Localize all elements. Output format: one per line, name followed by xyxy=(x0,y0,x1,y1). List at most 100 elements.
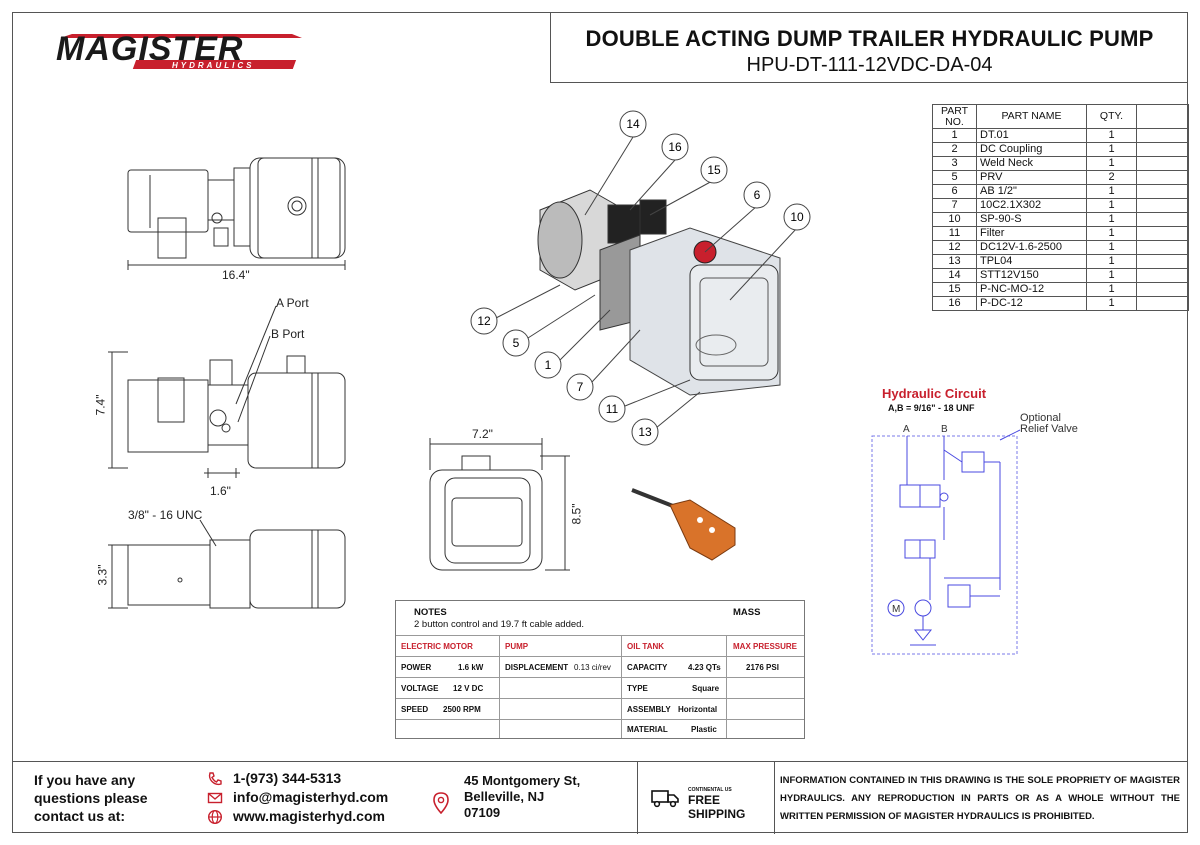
label-a-port: A Port xyxy=(276,296,309,310)
free-shipping-badge: CONTINENTAL US FREE SHIPPING xyxy=(637,762,775,834)
voltage-value: 12 V DC xyxy=(453,684,484,693)
power-label: POWER xyxy=(401,663,432,672)
hydraulic-circuit-title: Hydraulic Circuit xyxy=(882,386,987,401)
spec-table: NOTES 2 button control and 19.7 ft cable… xyxy=(395,600,805,739)
dim-end-height: 8.5" xyxy=(569,503,584,525)
drawing-title: DOUBLE ACTING DUMP TRAILER HYDRAULIC PUM… xyxy=(585,26,1154,51)
callout-balloon: 11 xyxy=(598,395,626,423)
displacement-label: DISPLACEMENT xyxy=(505,663,569,672)
tank-header: OIL TANK xyxy=(627,642,665,651)
dim-thread: 3/8" - 16 UNC xyxy=(128,508,203,522)
material-value: Plastic xyxy=(691,725,717,734)
pump-header: PUMP xyxy=(505,642,529,651)
callout-balloon: 12 xyxy=(470,307,498,335)
assembly-value: Horizontal xyxy=(678,705,718,714)
remote-pendant xyxy=(631,488,736,561)
title-block: DOUBLE ACTING DUMP TRAILER HYDRAULIC PUM… xyxy=(550,12,1188,83)
dim-height: 7.4" xyxy=(93,394,108,416)
part-name: P-NC-MO-12 xyxy=(976,282,1087,297)
callout-number: 16 xyxy=(668,140,682,154)
callout-balloon: 14 xyxy=(619,110,647,138)
top-view xyxy=(127,157,346,270)
callout-leaders xyxy=(495,136,798,429)
footer: If you have any questions please contact… xyxy=(12,761,1188,834)
callout-balloon: 5 xyxy=(502,329,530,357)
drawing-frame xyxy=(12,12,1188,833)
assembly-label: ASSEMBLY xyxy=(627,705,671,714)
dim-port-offset: 1.6" xyxy=(210,484,231,498)
callout-number: 7 xyxy=(577,380,584,394)
dim-depth: 3.3" xyxy=(95,564,110,586)
notes-text: 2 button control and 19.7 ft cable added… xyxy=(414,619,585,630)
speed-value: 2500 RPM xyxy=(443,705,481,714)
logo-sub-text: HYDRAULICS xyxy=(172,61,254,70)
email-link[interactable]: info@magisterhyd.com xyxy=(233,789,389,805)
type-value: Square xyxy=(692,684,720,693)
hydraulic-circuit-subtitle: A,B = 9/16" - 18 UNF xyxy=(888,403,975,413)
power-value: 1.6 kW xyxy=(458,663,484,672)
model-number: HPU-DT-111-12VDC-DA-04 xyxy=(746,54,993,76)
part-no: 16 xyxy=(932,296,977,311)
callout-balloon: 15 xyxy=(700,156,728,184)
displacement-value: 0.13 ci/rev xyxy=(574,663,611,672)
pressure-header: MAX PRESSURE xyxy=(733,642,798,651)
phone-icon xyxy=(208,771,222,785)
callout-number: 10 xyxy=(790,210,804,224)
callout-number: 14 xyxy=(626,117,640,131)
circuit-label-a: A xyxy=(903,424,910,435)
shipping-text: FREE SHIPPING xyxy=(688,793,746,821)
contact-prompt: If you have any questions please contact… xyxy=(34,771,184,825)
notes-header: NOTES xyxy=(414,607,447,618)
part-name: DT.01 xyxy=(976,128,1087,143)
callout-number: 6 xyxy=(754,188,761,202)
contact-prompt-line1: If you have any xyxy=(34,772,136,788)
motor-symbol: M xyxy=(892,604,900,615)
pressure-value: 2176 PSI xyxy=(746,663,779,672)
website-link[interactable]: www.magisterhyd.com xyxy=(233,808,385,824)
address: 45 Montgomery St, Belleville, NJ 07109 xyxy=(464,773,580,821)
truck-icon xyxy=(651,790,679,808)
hydraulic-circuit xyxy=(871,429,1021,655)
capacity-value: 4.23 QTs xyxy=(688,663,721,672)
dim-end-width: 7.2" xyxy=(472,427,493,441)
contact-prompt-line2: questions please xyxy=(34,790,148,806)
shipping-region: CONTINENTAL US xyxy=(688,787,732,793)
part-name: 10C2.1X302 xyxy=(976,198,1087,213)
callout-number: 12 xyxy=(477,314,491,328)
voltage-label: VOLTAGE xyxy=(401,684,439,693)
callout-balloon: 16 xyxy=(661,133,689,161)
relief-label-1: Optional xyxy=(1020,412,1061,424)
location-pin-icon xyxy=(433,792,449,814)
address-line1: 45 Montgomery St, xyxy=(464,773,581,788)
parts-table-header: PART NO. PART NAME QTY. xyxy=(932,104,1189,129)
motor-header: ELECTRIC MOTOR xyxy=(401,642,473,651)
callout-number: 13 xyxy=(638,425,652,439)
globe-icon xyxy=(207,809,223,824)
callout-number: 5 xyxy=(513,336,520,350)
circuit-label-b: B xyxy=(941,424,948,435)
phone-link[interactable]: 1-(973) 344-5313 xyxy=(233,770,342,786)
header-part-name: PART NAME xyxy=(976,104,1087,129)
magister-logo: MAGISTER HYDRAULICS xyxy=(56,30,302,70)
header-qty: QTY. xyxy=(1086,104,1137,129)
end-view xyxy=(429,438,570,571)
material-label: MATERIAL xyxy=(627,725,668,734)
callout-balloon: 7 xyxy=(566,373,594,401)
address-line3: 07109 xyxy=(464,805,501,820)
callout-number: 11 xyxy=(606,402,619,416)
side-view xyxy=(108,305,346,478)
contact-prompt-line3: contact us at: xyxy=(34,808,126,824)
isometric-view xyxy=(537,189,781,396)
legal-notice: INFORMATION CONTAINED IN THIS DRAWING IS… xyxy=(780,775,1180,822)
callout-number: 15 xyxy=(707,163,721,177)
email-icon xyxy=(207,792,223,803)
part-name: STT12V150 xyxy=(976,268,1087,283)
callout-number: 1 xyxy=(545,358,552,372)
callout-balloon: 6 xyxy=(743,181,771,209)
part-name: P-DC-12 xyxy=(976,296,1087,311)
speed-label: SPEED xyxy=(401,705,429,714)
label-b-port: B Port xyxy=(271,327,305,341)
